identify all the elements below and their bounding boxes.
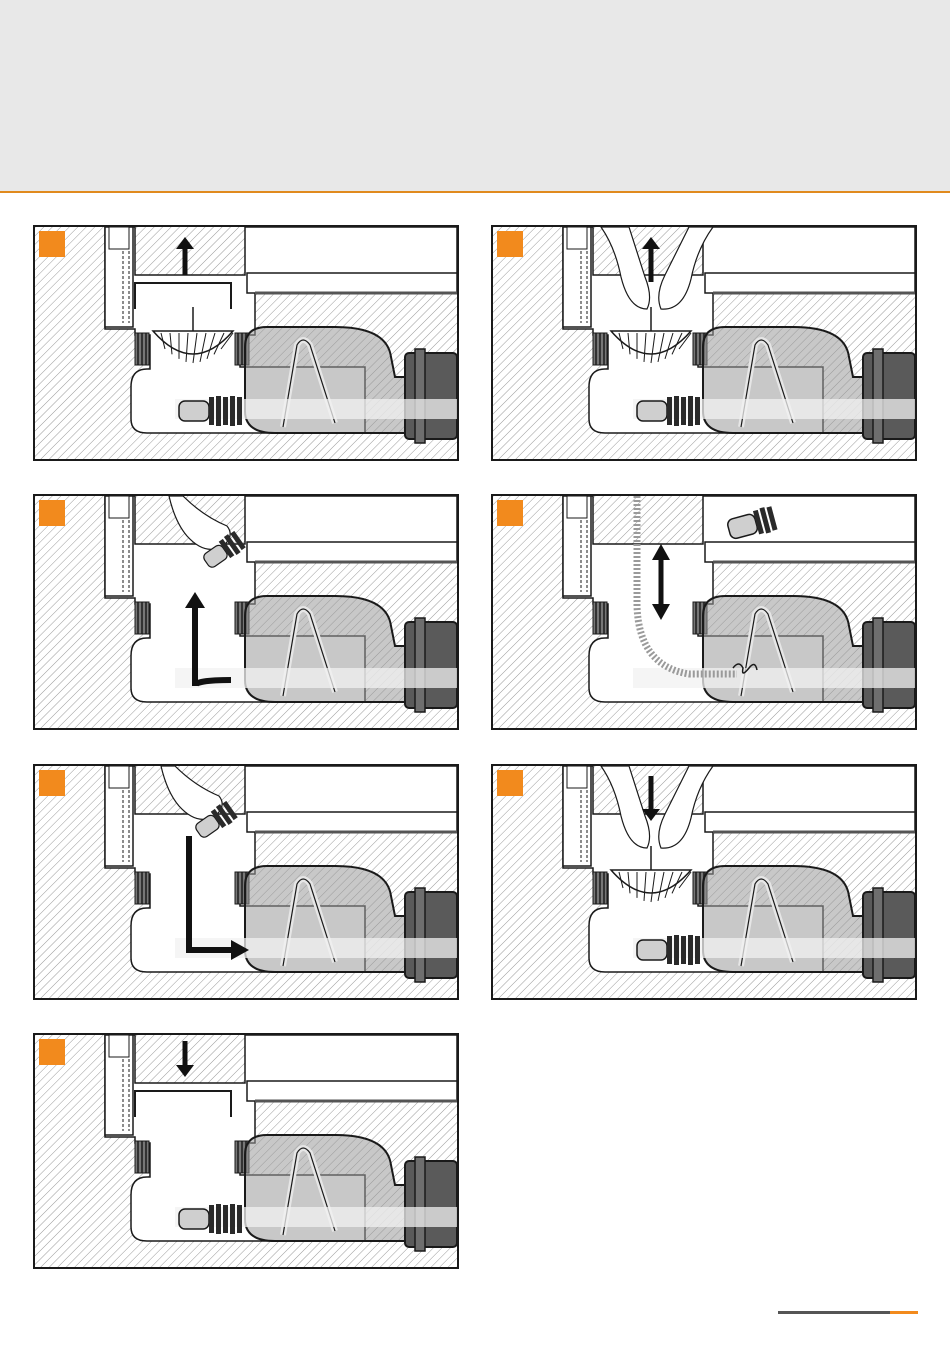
step-number-badge (39, 500, 65, 526)
pipe-connector (405, 1161, 457, 1247)
footer-accent-bar (890, 1311, 918, 1314)
header-rule (0, 191, 950, 193)
tile-layer (705, 812, 915, 832)
seal-left (135, 333, 149, 365)
seal-left (135, 602, 149, 634)
clean-pipe-with-spiral-illustration (493, 496, 915, 728)
insert-strainer-illustration (493, 766, 915, 998)
seal-left (135, 872, 149, 904)
step-number-badge (497, 770, 523, 796)
grate (135, 283, 231, 309)
tile-layer (705, 273, 915, 293)
tile-layer (247, 542, 457, 562)
seal-left (593, 333, 607, 365)
pipe-connector (405, 353, 457, 439)
instruction-panel-step-2 (491, 225, 917, 461)
pipe-connector (863, 892, 915, 978)
remove-strainer-illustration (493, 227, 915, 459)
step-number-badge (39, 770, 65, 796)
odour-trap-plug (179, 1209, 209, 1229)
instruction-panel-step-3 (33, 494, 459, 730)
pipe-connector (863, 353, 915, 439)
instruction-panel-step-1 (33, 225, 459, 461)
instruction-panel-step-7 (33, 1033, 459, 1269)
tile-layer (247, 273, 457, 293)
pipe-connector (405, 622, 457, 708)
seal-left (593, 602, 607, 634)
instruction-panel-step-4 (491, 494, 917, 730)
tile-layer (247, 1081, 457, 1101)
grate (135, 1091, 231, 1117)
pipe-connector (405, 892, 457, 978)
pipe-connector (863, 622, 915, 708)
tile-layer (247, 812, 457, 832)
replace-grate-illustration (35, 1035, 457, 1267)
footer-bar (778, 1311, 890, 1314)
odour-trap-plug (179, 401, 209, 421)
step-number-badge (39, 1039, 65, 1065)
tile-layer (705, 542, 915, 562)
step-number-badge (497, 500, 523, 526)
seal-left (135, 1141, 149, 1173)
insert-odour-trap-plug-illustration (35, 766, 457, 998)
remove-odour-trap-plug-illustration (35, 496, 457, 728)
seal-left (593, 872, 607, 904)
step-number-badge (497, 231, 523, 257)
header-band (0, 0, 950, 191)
odour-trap-plug (637, 401, 667, 421)
odour-trap-plug (637, 940, 667, 960)
instruction-panel-step-6 (491, 764, 917, 1000)
step-number-badge (39, 231, 65, 257)
instruction-panel-step-5 (33, 764, 459, 1000)
lift-grate-illustration (35, 227, 457, 459)
